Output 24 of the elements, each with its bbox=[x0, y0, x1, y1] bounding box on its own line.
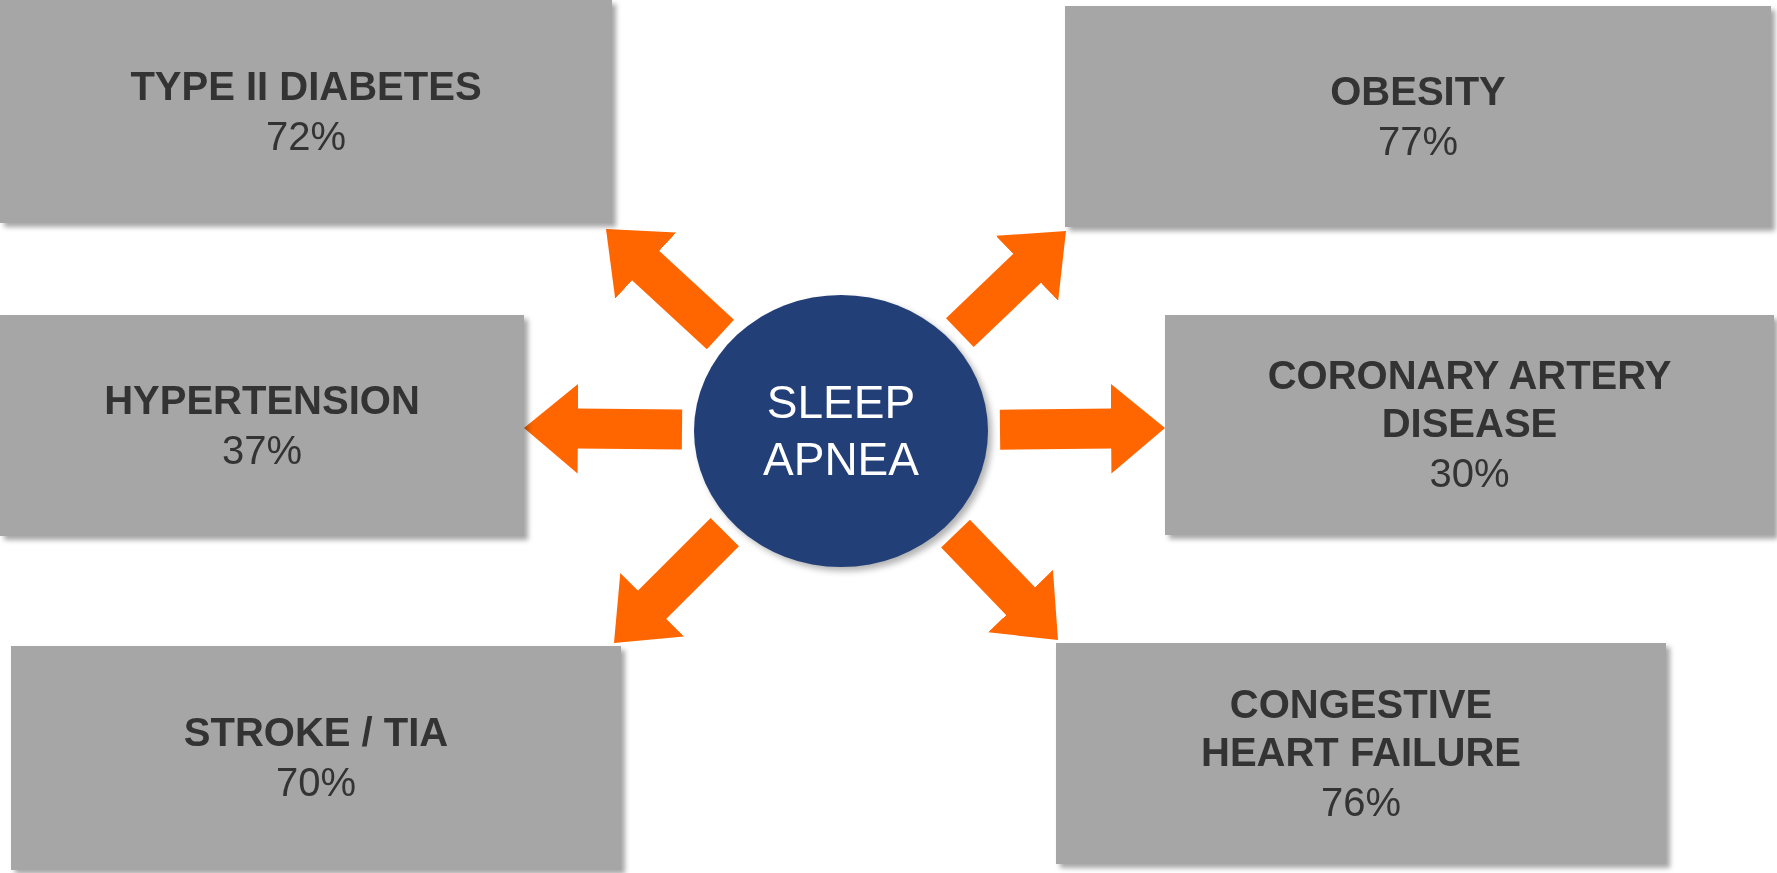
condition-box bbox=[1056, 643, 1666, 864]
percentage: 37% bbox=[221, 426, 303, 474]
percentage: 72% bbox=[265, 112, 347, 160]
percentage: 76% bbox=[1320, 778, 1402, 826]
condition-box bbox=[0, 0, 612, 223]
block-arrow bbox=[606, 229, 734, 350]
condition-name: CONGESTIVE HEART FAILURE bbox=[1200, 680, 1522, 776]
condition-box bbox=[11, 646, 621, 870]
condition-name: CORONARY ARTERY DISEASE bbox=[1266, 352, 1673, 447]
condition-box bbox=[0, 315, 524, 536]
block-arrow bbox=[524, 383, 683, 474]
center-label: SLEEP APNEA bbox=[762, 374, 920, 487]
percentage: 77% bbox=[1377, 117, 1459, 165]
condition-box bbox=[1165, 315, 1774, 535]
condition-name: HYPERTENSION bbox=[104, 376, 420, 424]
percentage: 30% bbox=[1429, 450, 1510, 497]
block-arrow bbox=[946, 231, 1066, 348]
condition-name: TYPE II DIABETES bbox=[130, 62, 482, 110]
percentage: 70% bbox=[275, 759, 357, 806]
block-arrow bbox=[941, 519, 1058, 640]
condition-box bbox=[1065, 6, 1771, 227]
condition-name: STROKE / TIA bbox=[183, 709, 449, 756]
block-arrow bbox=[999, 383, 1165, 474]
condition-name: OBESITY bbox=[1330, 67, 1506, 115]
